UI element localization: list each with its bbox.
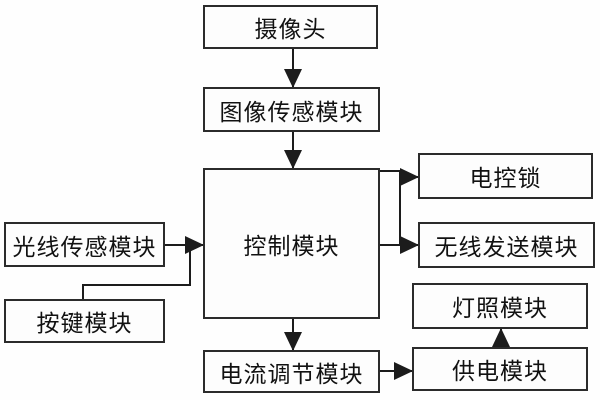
node-power: 供电模块	[412, 347, 588, 391]
node-camera-label: 摄像头	[254, 17, 327, 43]
node-light-sensor: 光线传感模块	[4, 222, 165, 267]
node-image-sensor: 图像传感模块	[203, 87, 380, 132]
node-lighting-label: 灯照模块	[452, 296, 548, 322]
node-image-sensor-label: 图像传感模块	[219, 99, 364, 126]
node-button-label: 按键模块	[36, 311, 133, 337]
node-wireless: 无线发送模块	[418, 222, 595, 268]
node-control-label: 控制模块	[243, 233, 340, 260]
node-current-label: 电流调节模块	[219, 361, 364, 388]
node-lock-label: 电控锁	[469, 166, 542, 192]
node-power-label: 供电模块	[452, 359, 548, 385]
edge-button-to-control	[82, 246, 191, 299]
node-camera: 摄像头	[203, 5, 378, 49]
node-lock: 电控锁	[418, 153, 593, 199]
node-control: 控制模块	[203, 168, 380, 319]
edge-control-right-branch	[380, 170, 401, 245]
node-button: 按键模块	[4, 299, 165, 343]
node-lighting: 灯照模块	[412, 283, 588, 329]
node-wireless-label: 无线发送模块	[434, 235, 579, 261]
node-light-sensor-label: 光线传感模块	[12, 234, 157, 261]
node-current: 电流调节模块	[203, 350, 380, 393]
